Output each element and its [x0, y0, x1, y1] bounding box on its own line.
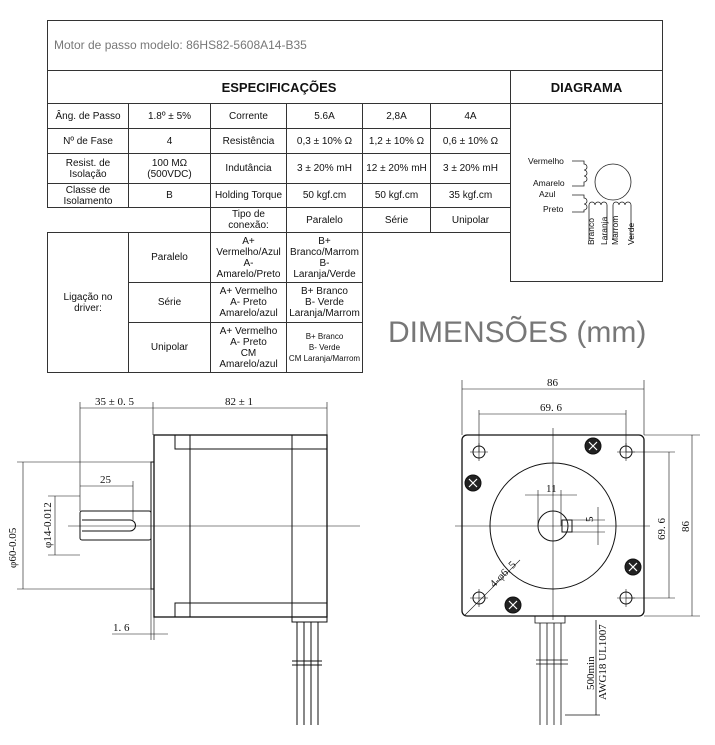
wire-label: Vermelho [528, 156, 564, 166]
dim-14: φ14-0.012 [42, 502, 54, 548]
dim-86: 86 [547, 377, 559, 389]
dim-11: 11 [546, 483, 557, 495]
wire-spec: AWG18 UL1007 [597, 624, 609, 700]
dim-69-6-vertical: 69. 6 [656, 518, 668, 541]
coil-a-icon [572, 160, 588, 213]
dim-1-6: 1. 6 [113, 622, 130, 634]
lead-length: 500min [585, 656, 597, 690]
coil-b-icon [588, 201, 632, 240]
wire-label: Laranja [599, 216, 609, 245]
dim-35: 35 ± 0. 5 [95, 396, 135, 408]
dim-25: 25 [100, 474, 112, 486]
rotor-icon [594, 163, 632, 201]
wire-label: Amarelo [533, 178, 565, 188]
connection-type-cell: Unipolar [430, 207, 511, 233]
wire-label: Marrom [610, 216, 620, 245]
driver-cell: B+ Branco B- Verde CM Laranja/Marrom [286, 322, 363, 373]
wire-label: Verde [626, 223, 636, 245]
model-title: Motor de passo modelo: 86HS82-5608A14-B3… [47, 20, 663, 71]
dim-5: 5 [584, 516, 596, 522]
wire-label: Branco [586, 218, 596, 245]
dim-holes: 4-φ6. 5 [488, 559, 519, 590]
dim-60: φ60-0.05 [7, 527, 19, 568]
dimensions-title: DIMENSÕES (mm) [388, 316, 647, 349]
dim-86-vertical: 86 [680, 521, 692, 533]
dim-82: 82 ± 1 [225, 396, 253, 408]
dim-69-6: 69. 6 [540, 402, 563, 414]
wire-label: Preto [543, 204, 564, 214]
wire-label: Azul [539, 189, 556, 199]
